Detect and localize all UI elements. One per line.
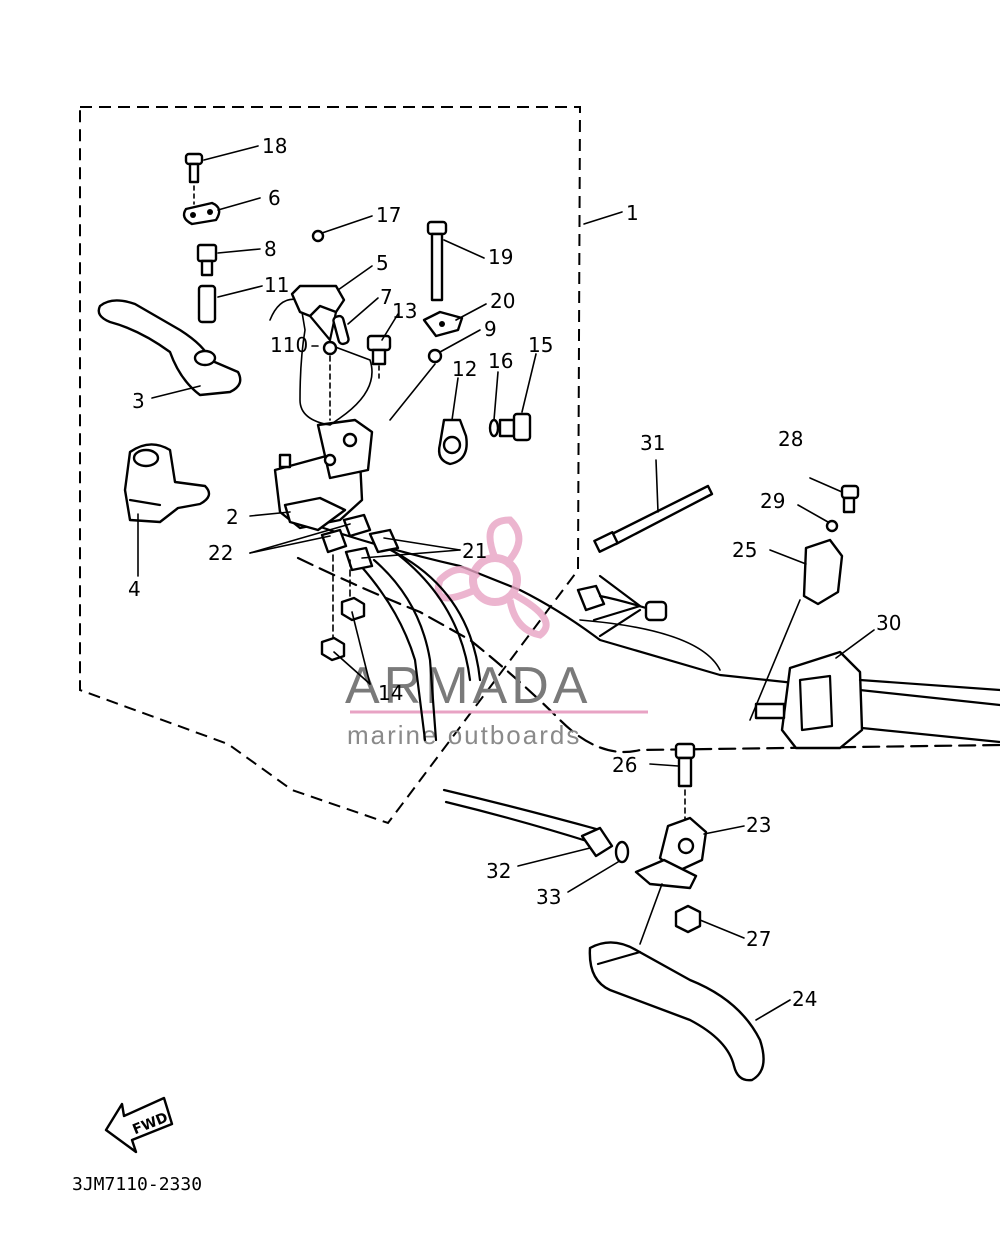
callout-1: 1 bbox=[626, 201, 639, 225]
screw-18 bbox=[184, 152, 204, 205]
callout-25: 25 bbox=[732, 538, 757, 562]
switch-wires bbox=[576, 574, 668, 638]
bracket-23 bbox=[634, 816, 708, 890]
fittings-22 bbox=[320, 513, 372, 554]
callout-26: 26 bbox=[612, 753, 637, 777]
callout-16: 16 bbox=[488, 349, 513, 373]
pivot-bolt-8 bbox=[196, 243, 218, 277]
pin-7 bbox=[332, 314, 350, 346]
callout-15: 15 bbox=[528, 333, 553, 357]
callout-7: 7 bbox=[380, 285, 393, 309]
callout-30: 30 bbox=[876, 611, 901, 635]
callout-11: 11 bbox=[264, 273, 289, 297]
nuts-14 bbox=[320, 554, 366, 662]
bolt-26 bbox=[674, 742, 696, 821]
callout-22: 22 bbox=[208, 541, 233, 565]
callout-14: 14 bbox=[378, 681, 403, 705]
callout-19: 19 bbox=[488, 245, 513, 269]
callout-23: 23 bbox=[746, 813, 771, 837]
lever-3 bbox=[97, 299, 242, 397]
callout-5: 5 bbox=[376, 251, 389, 275]
screw-28 bbox=[840, 484, 860, 514]
washer-29 bbox=[825, 519, 839, 533]
callout-32: 32 bbox=[486, 859, 511, 883]
holder-25 bbox=[749, 538, 844, 721]
clip-17 bbox=[311, 229, 325, 243]
clutch-cable bbox=[442, 788, 630, 864]
callout-29: 29 bbox=[760, 489, 785, 513]
callout-31: 31 bbox=[640, 431, 665, 455]
callout-12: 12 bbox=[452, 357, 477, 381]
reservoir-outline bbox=[269, 298, 373, 426]
banjo-bolt-13 bbox=[366, 334, 392, 381]
bolt-19 bbox=[426, 220, 448, 302]
washer-110 bbox=[322, 340, 338, 421]
plate-6 bbox=[182, 201, 221, 226]
callout-4: 4 bbox=[128, 577, 141, 601]
callout-9: 9 bbox=[484, 317, 497, 341]
callout-17: 17 bbox=[376, 203, 401, 227]
callout-20: 20 bbox=[490, 289, 515, 313]
callout-18: 18 bbox=[262, 134, 287, 158]
callout-8: 8 bbox=[264, 237, 277, 261]
cover-20 bbox=[422, 310, 464, 338]
bolt-15 bbox=[498, 412, 532, 442]
watermark-tagline: marine outboards bbox=[347, 720, 581, 750]
assembly-boundary bbox=[79, 106, 582, 825]
cable-tie-31 bbox=[593, 484, 714, 553]
washer-16 bbox=[488, 418, 500, 438]
spring-11 bbox=[197, 284, 217, 324]
callout-13: 13 bbox=[392, 299, 417, 323]
switch-30 bbox=[754, 650, 1000, 750]
nut-27 bbox=[674, 904, 702, 934]
leader-lines bbox=[137, 145, 875, 1021]
master-cylinder-2 bbox=[273, 418, 374, 532]
callout-27: 27 bbox=[746, 927, 771, 951]
lever-24 bbox=[588, 883, 765, 1082]
callout-3: 3 bbox=[132, 389, 145, 413]
fittings-21 bbox=[344, 528, 400, 572]
switch-4 bbox=[123, 443, 211, 524]
callout-33: 33 bbox=[536, 885, 561, 909]
fwd-arrow: FWD bbox=[104, 1096, 174, 1154]
watermark-logo bbox=[434, 516, 550, 639]
callout-6: 6 bbox=[268, 186, 281, 210]
nut-9 bbox=[389, 348, 443, 421]
callout-28: 28 bbox=[778, 427, 803, 451]
callout-21: 21 bbox=[462, 539, 487, 563]
callout-labels: 18 6 17 8 11 5 7 19 20 13 110 9 3 12 16 … bbox=[128, 134, 901, 1011]
diagram-code: 3JM7110-2330 bbox=[72, 1174, 202, 1195]
watermark-brand: ARMADA bbox=[345, 657, 591, 715]
callout-24: 24 bbox=[792, 987, 817, 1011]
callout-2: 2 bbox=[226, 505, 239, 529]
clamp-12 bbox=[437, 418, 468, 466]
callout-110: 110 bbox=[270, 333, 308, 357]
